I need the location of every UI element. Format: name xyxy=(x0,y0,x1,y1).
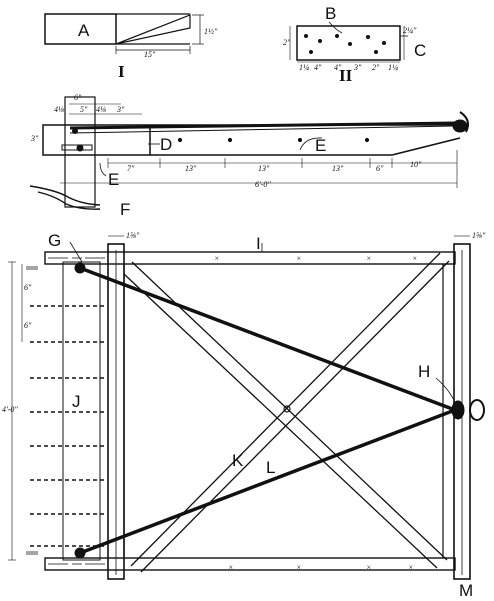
side-view-span-1: 7" xyxy=(127,164,135,173)
side-view-rail xyxy=(29,96,469,210)
side-view-top-dim-4: 4⅛ xyxy=(96,105,106,114)
gate-label-g: G xyxy=(48,231,61,250)
figure-ii-bottom-dim-4: 3" xyxy=(353,63,362,72)
side-view-top-dim-5: 3" xyxy=(116,105,125,114)
svg-text:×: × xyxy=(412,254,417,263)
gate-post-left-dim: 1⅝" xyxy=(126,231,140,240)
figure-ii-side-dim: 2¼" xyxy=(403,26,417,35)
svg-text:×: × xyxy=(366,254,371,263)
svg-text:×: × xyxy=(296,563,301,572)
gate-label-i: I xyxy=(256,234,261,253)
side-view-label-f: F xyxy=(120,200,130,219)
figure-i-wedge-block xyxy=(44,13,204,54)
side-view-span-2: 13" xyxy=(185,164,197,173)
figure-i-length-dim: 15" xyxy=(144,50,156,59)
gate-height-dim: 4'-0" xyxy=(2,405,18,414)
svg-text:×: × xyxy=(214,254,219,263)
figure-ii-bottom-dim-1: 1¼ xyxy=(299,63,309,72)
side-view-top-dim-2: 4⅛ xyxy=(54,105,64,114)
figure-ii-height-dim: 2" xyxy=(283,38,291,47)
side-view-span-5: 6" xyxy=(376,164,384,173)
svg-text:×: × xyxy=(366,563,371,572)
figure-i-label-a: A xyxy=(78,21,90,40)
gate-elevation: × × × × × × × × xyxy=(8,235,485,580)
svg-text:×: × xyxy=(408,563,413,572)
side-view-left-dim: 3" xyxy=(30,134,39,143)
figure-ii-bottom-dim-3: 4" xyxy=(334,63,342,72)
gate-label-k: K xyxy=(232,451,244,470)
svg-text:×: × xyxy=(228,563,233,572)
gate-rail-dim-1: 6" xyxy=(24,283,32,292)
side-view-label-e-upper: E xyxy=(315,136,326,155)
gate-label-m: M xyxy=(459,581,473,600)
gate-label-l: L xyxy=(266,458,275,477)
figure-ii-block xyxy=(289,21,408,63)
side-view-span-6: 10" xyxy=(410,160,422,169)
gate-rail-dim-2: 6" xyxy=(24,321,32,330)
svg-text:×: × xyxy=(296,254,301,263)
figure-ii-label-c: C xyxy=(414,41,426,60)
side-view-label-d: D xyxy=(160,135,172,154)
gate-label-h: H xyxy=(418,362,430,381)
figure-ii-bottom-dim-5: 2" xyxy=(372,63,380,72)
gate-label-j: J xyxy=(72,392,81,411)
figure-ii-bottom-dim-2: 4" xyxy=(314,63,322,72)
side-view-top-dim-1: 6" xyxy=(74,93,82,102)
figure-i-height-dim: 1½" xyxy=(204,27,218,36)
figure-ii-numeral: II xyxy=(339,66,353,85)
side-view-overall-dim: 6'-0" xyxy=(255,180,271,189)
side-view-span-4: 13" xyxy=(332,164,344,173)
figure-ii-label-b: B xyxy=(325,4,336,23)
gate-post-right-dim: 1⅝" xyxy=(472,231,486,240)
side-view-label-e-lower: E xyxy=(108,170,119,189)
side-view-span-3: 13" xyxy=(258,164,270,173)
figure-ii-bottom-dim-6: 1¼ xyxy=(388,63,398,72)
figure-i-numeral: I xyxy=(118,62,125,81)
side-view-top-dim-3: 5" xyxy=(80,105,88,114)
